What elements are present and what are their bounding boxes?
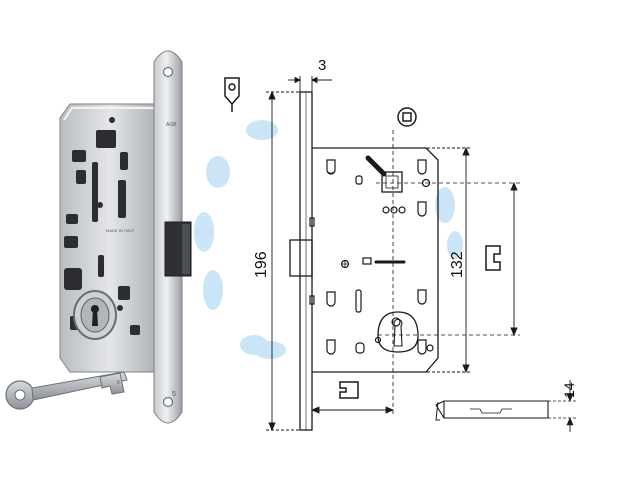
case-outline — [312, 147, 439, 373]
watermark-logo — [194, 120, 463, 359]
dim-spindle-key-label: 132 — [449, 251, 466, 278]
spindle-square-icon — [397, 107, 417, 127]
case-cutouts — [309, 155, 434, 355]
bolt-square-icon — [339, 381, 359, 399]
dim-backset — [310, 406, 395, 414]
lock-photo: MADE IN ITALY AGB 5 5 — [5, 50, 192, 424]
faceplate-profile-icon — [224, 77, 240, 112]
dim-height-label: 196 — [253, 251, 270, 278]
dim-bolt-length-label: 14 — [561, 382, 577, 398]
svg-text:5: 5 — [117, 380, 120, 386]
dim-height — [266, 90, 300, 432]
technical-drawing — [266, 76, 578, 432]
bolt-sideview — [435, 380, 578, 432]
faceplate-brand: AGB — [166, 122, 177, 128]
engraved-text: MADE IN ITALY — [106, 228, 135, 233]
spindle-hole — [381, 171, 403, 193]
key-square-icon — [485, 245, 501, 271]
key-photo: 5 — [5, 371, 128, 410]
dim-thickness-label: 3 — [318, 57, 326, 74]
keyhole-outline — [377, 311, 419, 353]
dim-thickness — [288, 76, 332, 92]
dim-spindle-key — [412, 146, 518, 374]
latch-outline — [289, 239, 313, 277]
faceplate-mark: 5 — [172, 391, 176, 398]
